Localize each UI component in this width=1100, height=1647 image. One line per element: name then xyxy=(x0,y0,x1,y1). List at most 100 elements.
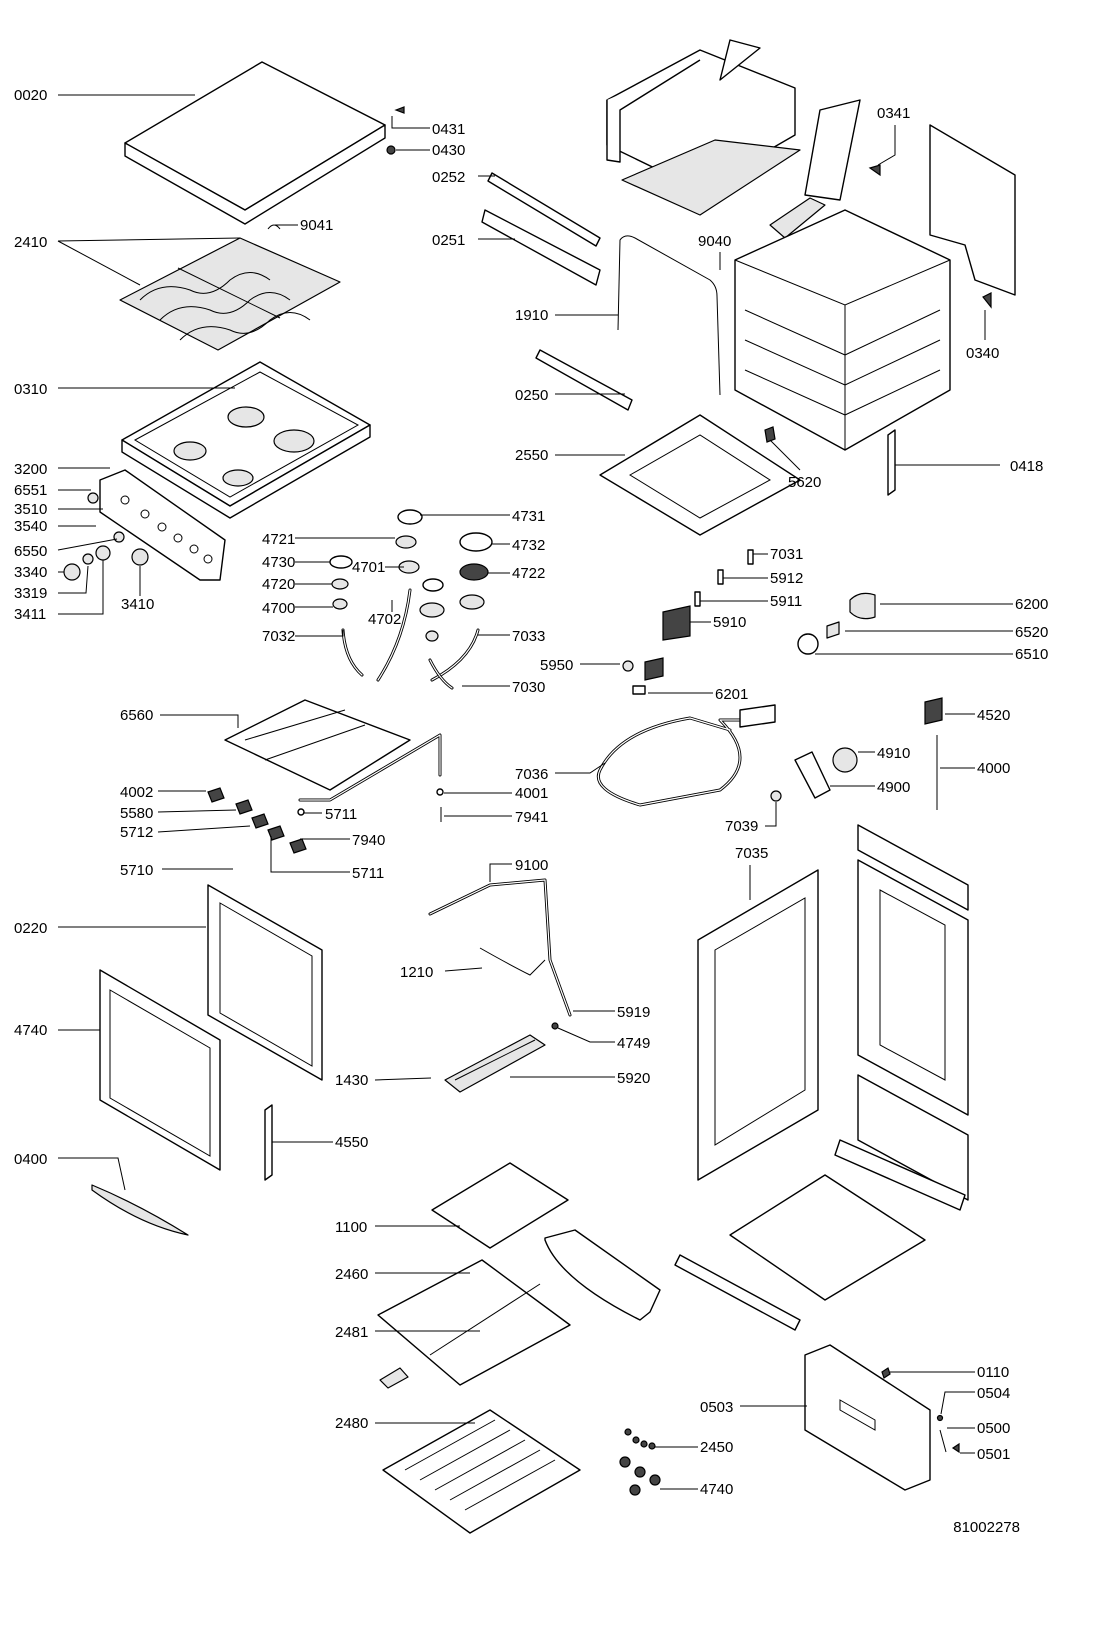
part-label-5920: 5920 xyxy=(617,1070,650,1087)
part-label-2481: 2481 xyxy=(335,1324,368,1341)
part-label-4000: 4000 xyxy=(977,760,1010,777)
part-label-7941: 7941 xyxy=(515,809,548,826)
part-label-6201: 6201 xyxy=(715,686,748,703)
part-label-0500: 0500 xyxy=(977,1420,1010,1437)
leader-lines xyxy=(57,94,1013,1490)
leader-line-0431 xyxy=(391,116,430,129)
grill-element xyxy=(597,704,776,807)
leader-line-6550 xyxy=(57,538,118,551)
part-label-4721: 4721 xyxy=(262,531,295,548)
part-label-4700: 4700 xyxy=(262,600,295,617)
leader-line-1430 xyxy=(374,1077,432,1081)
leader-line-2410 xyxy=(57,240,141,286)
part-label-9100: 9100 xyxy=(515,857,548,874)
part-label-3411: 3411 xyxy=(14,606,46,623)
part-label-4002: 4002 xyxy=(120,784,153,801)
leader-line-5620 xyxy=(769,439,801,471)
part-label-5919: 5919 xyxy=(617,1004,650,1021)
part-label-1210: 1210 xyxy=(400,964,433,981)
oven-burner xyxy=(444,1034,546,1093)
part-label-4900: 4900 xyxy=(877,779,910,796)
part-label-0430: 0430 xyxy=(432,142,465,159)
part-label-1910: 1910 xyxy=(515,307,548,324)
back-panel xyxy=(834,824,969,1211)
part-label-4749: 4749 xyxy=(617,1035,650,1052)
part-label-4910: 4910 xyxy=(877,745,910,762)
lid-cover xyxy=(124,61,386,225)
part-label-3340: 3340 xyxy=(14,564,47,581)
part-label-0110: 0110 xyxy=(977,1364,1009,1381)
part-label-0310: 0310 xyxy=(14,381,47,398)
part-label-4732: 4732 xyxy=(512,537,545,554)
leader-line-0400 xyxy=(58,1157,126,1191)
part-label-0251: 0251 xyxy=(432,232,465,249)
part-label-0252: 0252 xyxy=(432,169,465,186)
control-panel xyxy=(99,469,226,581)
leader-line-0341 xyxy=(877,125,896,166)
part-label-4550: 4550 xyxy=(335,1134,368,1151)
part-label-4740: 4740 xyxy=(700,1481,733,1498)
leader-line-0504 xyxy=(940,1391,975,1415)
part-label-4740: 4740 xyxy=(14,1022,47,1039)
leader-line-3319 xyxy=(58,565,89,594)
leader-line-7032 xyxy=(295,630,344,637)
outer-casing xyxy=(606,39,801,216)
inner-door-frame xyxy=(207,884,323,1081)
part-label-5912: 5912 xyxy=(770,570,803,587)
part-label-0020: 0020 xyxy=(14,87,47,104)
part-label-7035: 7035 xyxy=(735,845,768,862)
part-label-4731: 4731 xyxy=(512,508,545,525)
part-label-4730: 4730 xyxy=(262,554,295,571)
part-label-5910: 5910 xyxy=(713,614,746,631)
part-label-0340: 0340 xyxy=(966,345,999,362)
drawer-front xyxy=(804,1344,931,1491)
part-label-2450: 2450 xyxy=(700,1439,733,1456)
part-label-0250: 0250 xyxy=(515,387,548,404)
part-label-0341: 0341 xyxy=(877,105,910,122)
part-label-1100: 1100 xyxy=(335,1219,367,1236)
part-label-7940: 7940 xyxy=(352,832,385,849)
leader-line-5712 xyxy=(157,825,251,833)
part-drawings xyxy=(63,39,1016,1534)
part-label-5712: 5712 xyxy=(120,824,153,841)
part-label-0501: 0501 xyxy=(977,1446,1010,1463)
part-label-6551: 6551 xyxy=(14,482,47,499)
part-label-0220: 0220 xyxy=(14,920,47,937)
part-label-3319: 3319 xyxy=(14,585,47,602)
part-label-3540: 3540 xyxy=(14,518,47,535)
part-label-6520: 6520 xyxy=(1015,624,1048,641)
part-label-5620: 5620 xyxy=(788,474,821,491)
part-label-1430: 1430 xyxy=(335,1072,368,1089)
part-label-5950: 5950 xyxy=(540,657,573,674)
part-label-2480: 2480 xyxy=(335,1415,368,1432)
part-label-3200: 3200 xyxy=(14,461,47,478)
part-label-4722: 4722 xyxy=(512,565,545,582)
part-label-7031: 7031 xyxy=(770,546,803,563)
pan-supports xyxy=(119,237,341,351)
part-label-6550: 6550 xyxy=(14,543,47,560)
part-label-6200: 6200 xyxy=(1015,596,1048,613)
part-labels: 0020043104309041241003103200655135103540… xyxy=(14,87,1048,1498)
part-label-0418: 0418 xyxy=(1010,458,1043,475)
drip-tray xyxy=(377,1259,571,1386)
part-label-4701: 4701 xyxy=(352,559,385,576)
part-label-7032: 7032 xyxy=(262,628,295,645)
part-label-7036: 7036 xyxy=(515,766,548,783)
part-label-0504: 0504 xyxy=(977,1385,1010,1402)
leader-line-7036 xyxy=(555,762,606,774)
part-label-0400: 0400 xyxy=(14,1151,47,1168)
part-label-4520: 4520 xyxy=(977,707,1010,724)
part-label-2460: 2460 xyxy=(335,1266,368,1283)
part-label-4702: 4702 xyxy=(368,611,401,628)
part-label-5711: 5711 xyxy=(352,865,384,882)
part-label-5580: 5580 xyxy=(120,805,153,822)
part-label-5710: 5710 xyxy=(120,862,153,879)
outer-door xyxy=(99,969,221,1171)
leader-line-3411 xyxy=(58,560,104,615)
part-label-0431: 0431 xyxy=(432,121,465,138)
grill-rack xyxy=(382,1409,581,1534)
part-label-4720: 4720 xyxy=(262,576,295,593)
part-label-2550: 2550 xyxy=(515,447,548,464)
part-label-9041: 9041 xyxy=(300,217,333,234)
part-label-6560: 6560 xyxy=(120,707,153,724)
